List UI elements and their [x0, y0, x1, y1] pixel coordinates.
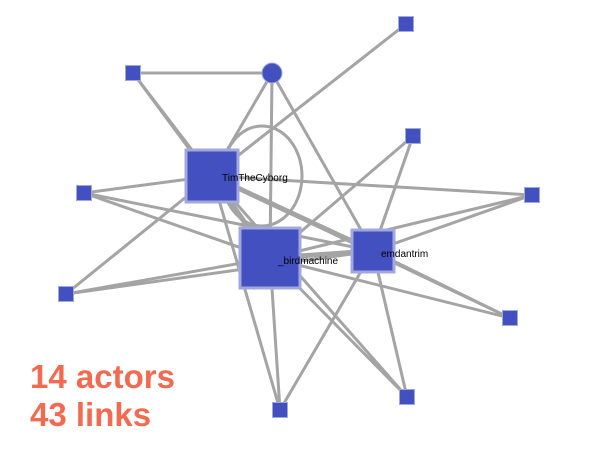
node-shape-n-right[interactable] — [524, 187, 540, 203]
node-n-lower-right[interactable] — [502, 310, 518, 326]
node-shape-circle-top[interactable] — [261, 62, 283, 84]
node-shape-n-top-left[interactable] — [125, 65, 141, 81]
node-label-timthecyborg: TimTheCyborg — [222, 173, 288, 184]
edge-n-left-emdantrim — [82, 191, 375, 253]
node-shape-n-upper-right[interactable] — [405, 128, 421, 144]
edge-n-right-_birdmachine — [268, 193, 534, 260]
actor-count: 14 actors — [30, 358, 175, 395]
node-shape-n-bottom[interactable] — [272, 402, 288, 418]
edge-n-lower-left-emdantrim — [64, 249, 375, 296]
edge-n-bottom-timthecyborg — [210, 174, 282, 412]
edge-n-right-emdantrim — [371, 193, 534, 253]
node-emdantrim[interactable]: emdantrim — [350, 228, 428, 274]
edge-layer — [64, 22, 534, 412]
node-label-_birdmachine: _birdmachine — [277, 256, 338, 267]
node-shape-n-top-right[interactable] — [398, 16, 414, 32]
node-timthecyborg[interactable]: TimTheCyborg — [184, 148, 288, 204]
node-label-emdantrim: emdantrim — [381, 249, 428, 260]
node-n-lower-left[interactable] — [58, 286, 74, 302]
edge-n-bottom-emdantrim — [278, 249, 375, 412]
edge-n-bottom-right-timthecyborg — [210, 174, 409, 399]
node-layer: TimTheCyborg _birdmachine emdantrim — [58, 16, 540, 418]
node-shape-timthecyborg[interactable] — [184, 148, 240, 204]
node-shape-n-bottom-right[interactable] — [399, 389, 415, 405]
node-n-top-left[interactable] — [125, 65, 141, 81]
node-_birdmachine[interactable]: _birdmachine — [238, 226, 338, 290]
node-circle-top[interactable] — [261, 62, 283, 84]
node-n-bottom-right[interactable] — [399, 389, 415, 405]
node-n-top-right[interactable] — [398, 16, 414, 32]
node-shape-n-left[interactable] — [76, 185, 92, 201]
node-n-left[interactable] — [76, 185, 92, 201]
node-n-bottom[interactable] — [272, 402, 288, 418]
edge-n-right-timthecyborg — [210, 174, 534, 197]
edge-n-lower-right-_birdmachine — [268, 256, 512, 320]
node-n-upper-right[interactable] — [405, 128, 421, 144]
edge-n-top-right-timthecyborg — [210, 22, 408, 178]
node-shape-n-lower-right[interactable] — [502, 310, 518, 326]
link-count: 43 links — [30, 396, 152, 433]
network-stats: 14 actors 43 links — [30, 358, 175, 434]
node-shape-n-lower-left[interactable] — [58, 286, 74, 302]
edge-circle-top-emdantrim — [270, 71, 375, 253]
edge-n-bottom-right-emdantrim — [371, 249, 409, 399]
node-shape-_birdmachine[interactable] — [238, 226, 302, 290]
node-shape-emdantrim[interactable] — [350, 228, 396, 274]
node-n-right[interactable] — [524, 187, 540, 203]
